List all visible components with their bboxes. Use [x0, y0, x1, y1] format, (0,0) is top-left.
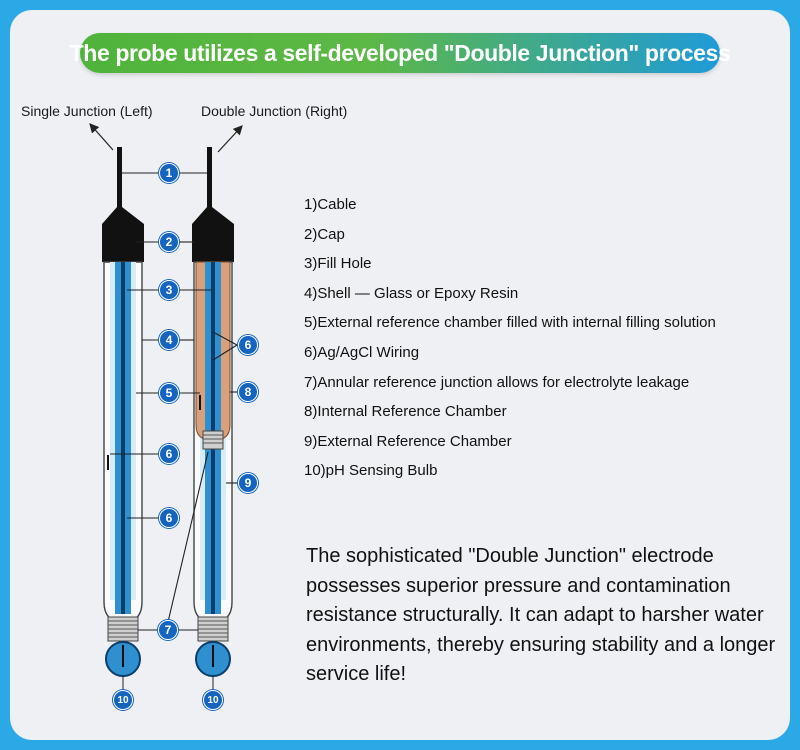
cable: [117, 147, 122, 207]
legend-item-ph-sensing-bulb: 10)pH Sensing Bulb: [304, 462, 438, 480]
callout-9: 9: [238, 473, 258, 493]
double-junction-label: Double Junction (Right): [201, 103, 348, 119]
single-junction-probe: [102, 147, 144, 692]
double-junction-probe: [192, 147, 234, 692]
cap: [102, 207, 144, 262]
callout-7: 7: [158, 620, 178, 640]
component-legend: 1)Cable 2)Cap 3)Fill Hole 4)Shell — Glas…: [304, 193, 716, 489]
callout-1: 1: [159, 163, 179, 183]
legend-item-external-reference-chamber-solution: 5)External reference chamber filled with…: [304, 314, 716, 332]
callout-5: 5: [159, 383, 179, 403]
legend-item-cap: 2)Cap: [304, 225, 345, 243]
callout-8: 8: [238, 382, 258, 402]
legend-item-cable: 1)Cable: [304, 196, 357, 213]
legend-item-shell: 4)Shell — Glass or Epoxy Resin: [304, 284, 519, 302]
callout-10: 10: [113, 690, 133, 710]
banner-title: The probe utilizes a self-developed "Dou…: [70, 33, 731, 73]
legend-item-external-reference-chamber: 9)External Reference Chamber: [304, 432, 512, 450]
legend-item-internal-reference-chamber: 8)Internal Reference Chamber: [304, 403, 507, 421]
callout-6: 6: [159, 508, 179, 528]
legend-item-annular-reference-junction: 7)Annular reference junction allows for …: [304, 373, 690, 391]
callout-2: 2: [159, 232, 179, 252]
callout-6: 6: [238, 335, 258, 355]
callout-4: 4: [159, 330, 179, 350]
summary-text: The sophisticated "Double Junction" elec…: [306, 545, 776, 685]
single-junction-label: Single Junction (Left): [21, 103, 153, 119]
callout-10: 10: [203, 690, 223, 710]
leader-lines: [110, 172, 238, 631]
callout-3: 3: [159, 280, 179, 300]
legend-item-fill-hole: 3)Fill Hole: [304, 255, 372, 273]
callout-6: 6: [159, 444, 179, 464]
legend-item-ag-agcl-wiring: 6)Ag/AgCl Wiring: [304, 343, 420, 361]
